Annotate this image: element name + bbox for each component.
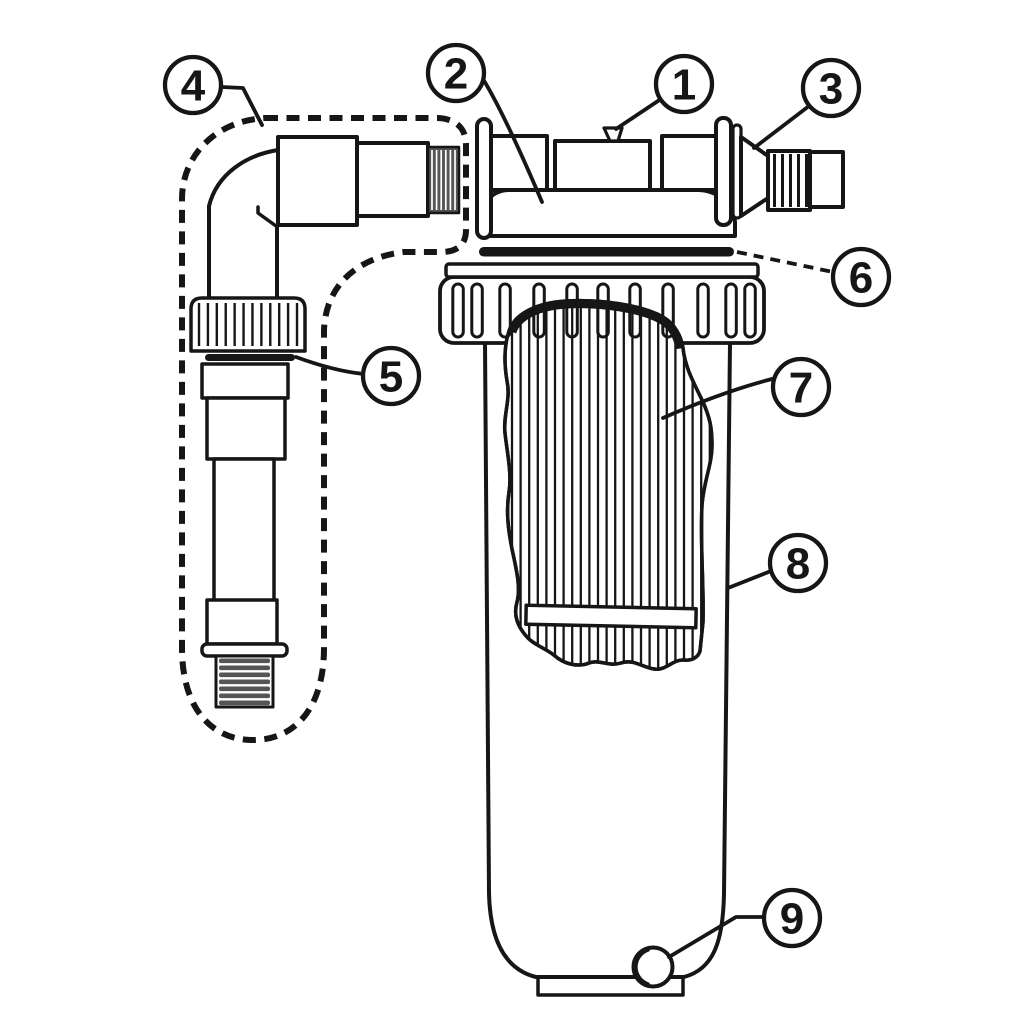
callout-3-circle: [800, 57, 862, 119]
lid-oring: [479, 247, 734, 257]
callout-2: 2: [425, 42, 544, 204]
callout-7-number: 7: [789, 364, 813, 413]
callout-7-circle: [770, 356, 832, 418]
callout-9-leader: [667, 915, 766, 959]
callout-2-leader: [481, 77, 544, 204]
callout-1: 1: [614, 53, 715, 131]
union-body-lower: [205, 396, 287, 461]
callout-8-number: 8: [786, 540, 810, 589]
filter-cartridge: [502, 298, 714, 671]
collar-slot: [451, 282, 465, 339]
callout-9: 9: [667, 887, 823, 959]
filter-head: [475, 116, 845, 257]
air-bleed-plug: [602, 126, 624, 143]
callout-1-leader: [614, 97, 663, 131]
callout-5-circle: [360, 345, 422, 407]
pipe-end-block: [205, 598, 279, 646]
callout-4: 4: [162, 54, 264, 127]
elbow-inner-corner: [256, 205, 278, 228]
outlet-port-right: [660, 134, 720, 192]
callout-4-number: 4: [181, 62, 206, 111]
callout-1-number: 1: [672, 61, 696, 110]
thread-bar: [219, 672, 270, 678]
collar-slot: [498, 282, 512, 339]
elbow-male-threads: [426, 145, 461, 215]
callout-4-leader: [220, 85, 264, 127]
union-nut: [189, 296, 307, 353]
collar-slots: [451, 282, 757, 339]
thread-bar: [219, 693, 270, 699]
collar-slot: [470, 282, 484, 339]
callout-2-number: 2: [444, 50, 468, 99]
callout-1-circle: [653, 53, 715, 115]
thread-block-horizontal: [426, 145, 461, 215]
collar-slot: [661, 282, 675, 339]
thread-stripes: [431, 150, 456, 210]
collar-slot: [724, 282, 738, 339]
thread-bar: [219, 679, 270, 685]
callout-7-leader: [661, 377, 774, 420]
hose-adapter-end: [808, 150, 845, 209]
thread-bar: [219, 700, 270, 706]
callout-9-circle: [761, 887, 823, 949]
drain-plug: [631, 945, 675, 989]
inlet-port-left: [489, 134, 549, 192]
collar-slot: [696, 282, 710, 339]
collar-top-rim: [444, 262, 760, 279]
inlet-flange: [475, 117, 493, 240]
union-body-upper: [200, 362, 290, 400]
thread-bars: [219, 658, 270, 706]
lid-dome: [480, 188, 737, 238]
callout-8-circle: [767, 532, 829, 594]
pipe-end-flange: [200, 642, 289, 658]
thread-bar: [219, 658, 270, 664]
callout-9-number: 9: [780, 895, 804, 944]
bypass-plumbing-assembly: [179, 115, 469, 743]
thread-bar: [219, 686, 270, 692]
drain-plug-knob: [631, 945, 675, 989]
collar-slot: [596, 282, 610, 339]
union-nut-ribs: [197, 303, 299, 346]
cartridge-support-band: [524, 603, 698, 630]
callout-6: 6: [736, 246, 892, 308]
callout-6-number: 6: [849, 254, 873, 303]
hose-adapter-ribs: [773, 154, 808, 207]
drain-plug-side-arc: [634, 948, 650, 986]
elbow-nipple-pipe: [355, 141, 430, 218]
collar-slot: [628, 282, 642, 339]
callout-4-circle: [162, 54, 224, 116]
callout-3-number: 3: [819, 65, 843, 114]
port-center-section: [553, 139, 652, 192]
callout-2-circle: [425, 42, 487, 104]
elbow-outer-curve: [207, 148, 280, 301]
callout-5-leader: [294, 355, 366, 376]
callout-8: 8: [726, 532, 829, 594]
callout-7: 7: [661, 356, 832, 420]
callout-3: 3: [752, 57, 862, 150]
thread-bar: [219, 665, 270, 671]
elbow-socket-block: [276, 135, 359, 227]
callout-6-circle: [830, 246, 892, 308]
collar-slot: [565, 282, 579, 339]
pipe-male-threads: [214, 654, 275, 709]
callout-5-number: 5: [379, 353, 403, 402]
callout-5: 5: [294, 345, 422, 407]
union-oring: [205, 354, 295, 361]
callout-8-leader: [726, 569, 773, 590]
callout-3-leader: [752, 104, 811, 150]
outlet-flange-outer: [714, 116, 733, 227]
assembly-group-dashed-outline: [179, 115, 469, 743]
cartridge-outline: [502, 298, 714, 671]
collar-slot: [532, 282, 546, 339]
standpipe: [212, 457, 276, 603]
callout-layer: 1 2 3 4 5 6 7 8 9: [162, 42, 892, 959]
collar-slot: [743, 282, 757, 339]
